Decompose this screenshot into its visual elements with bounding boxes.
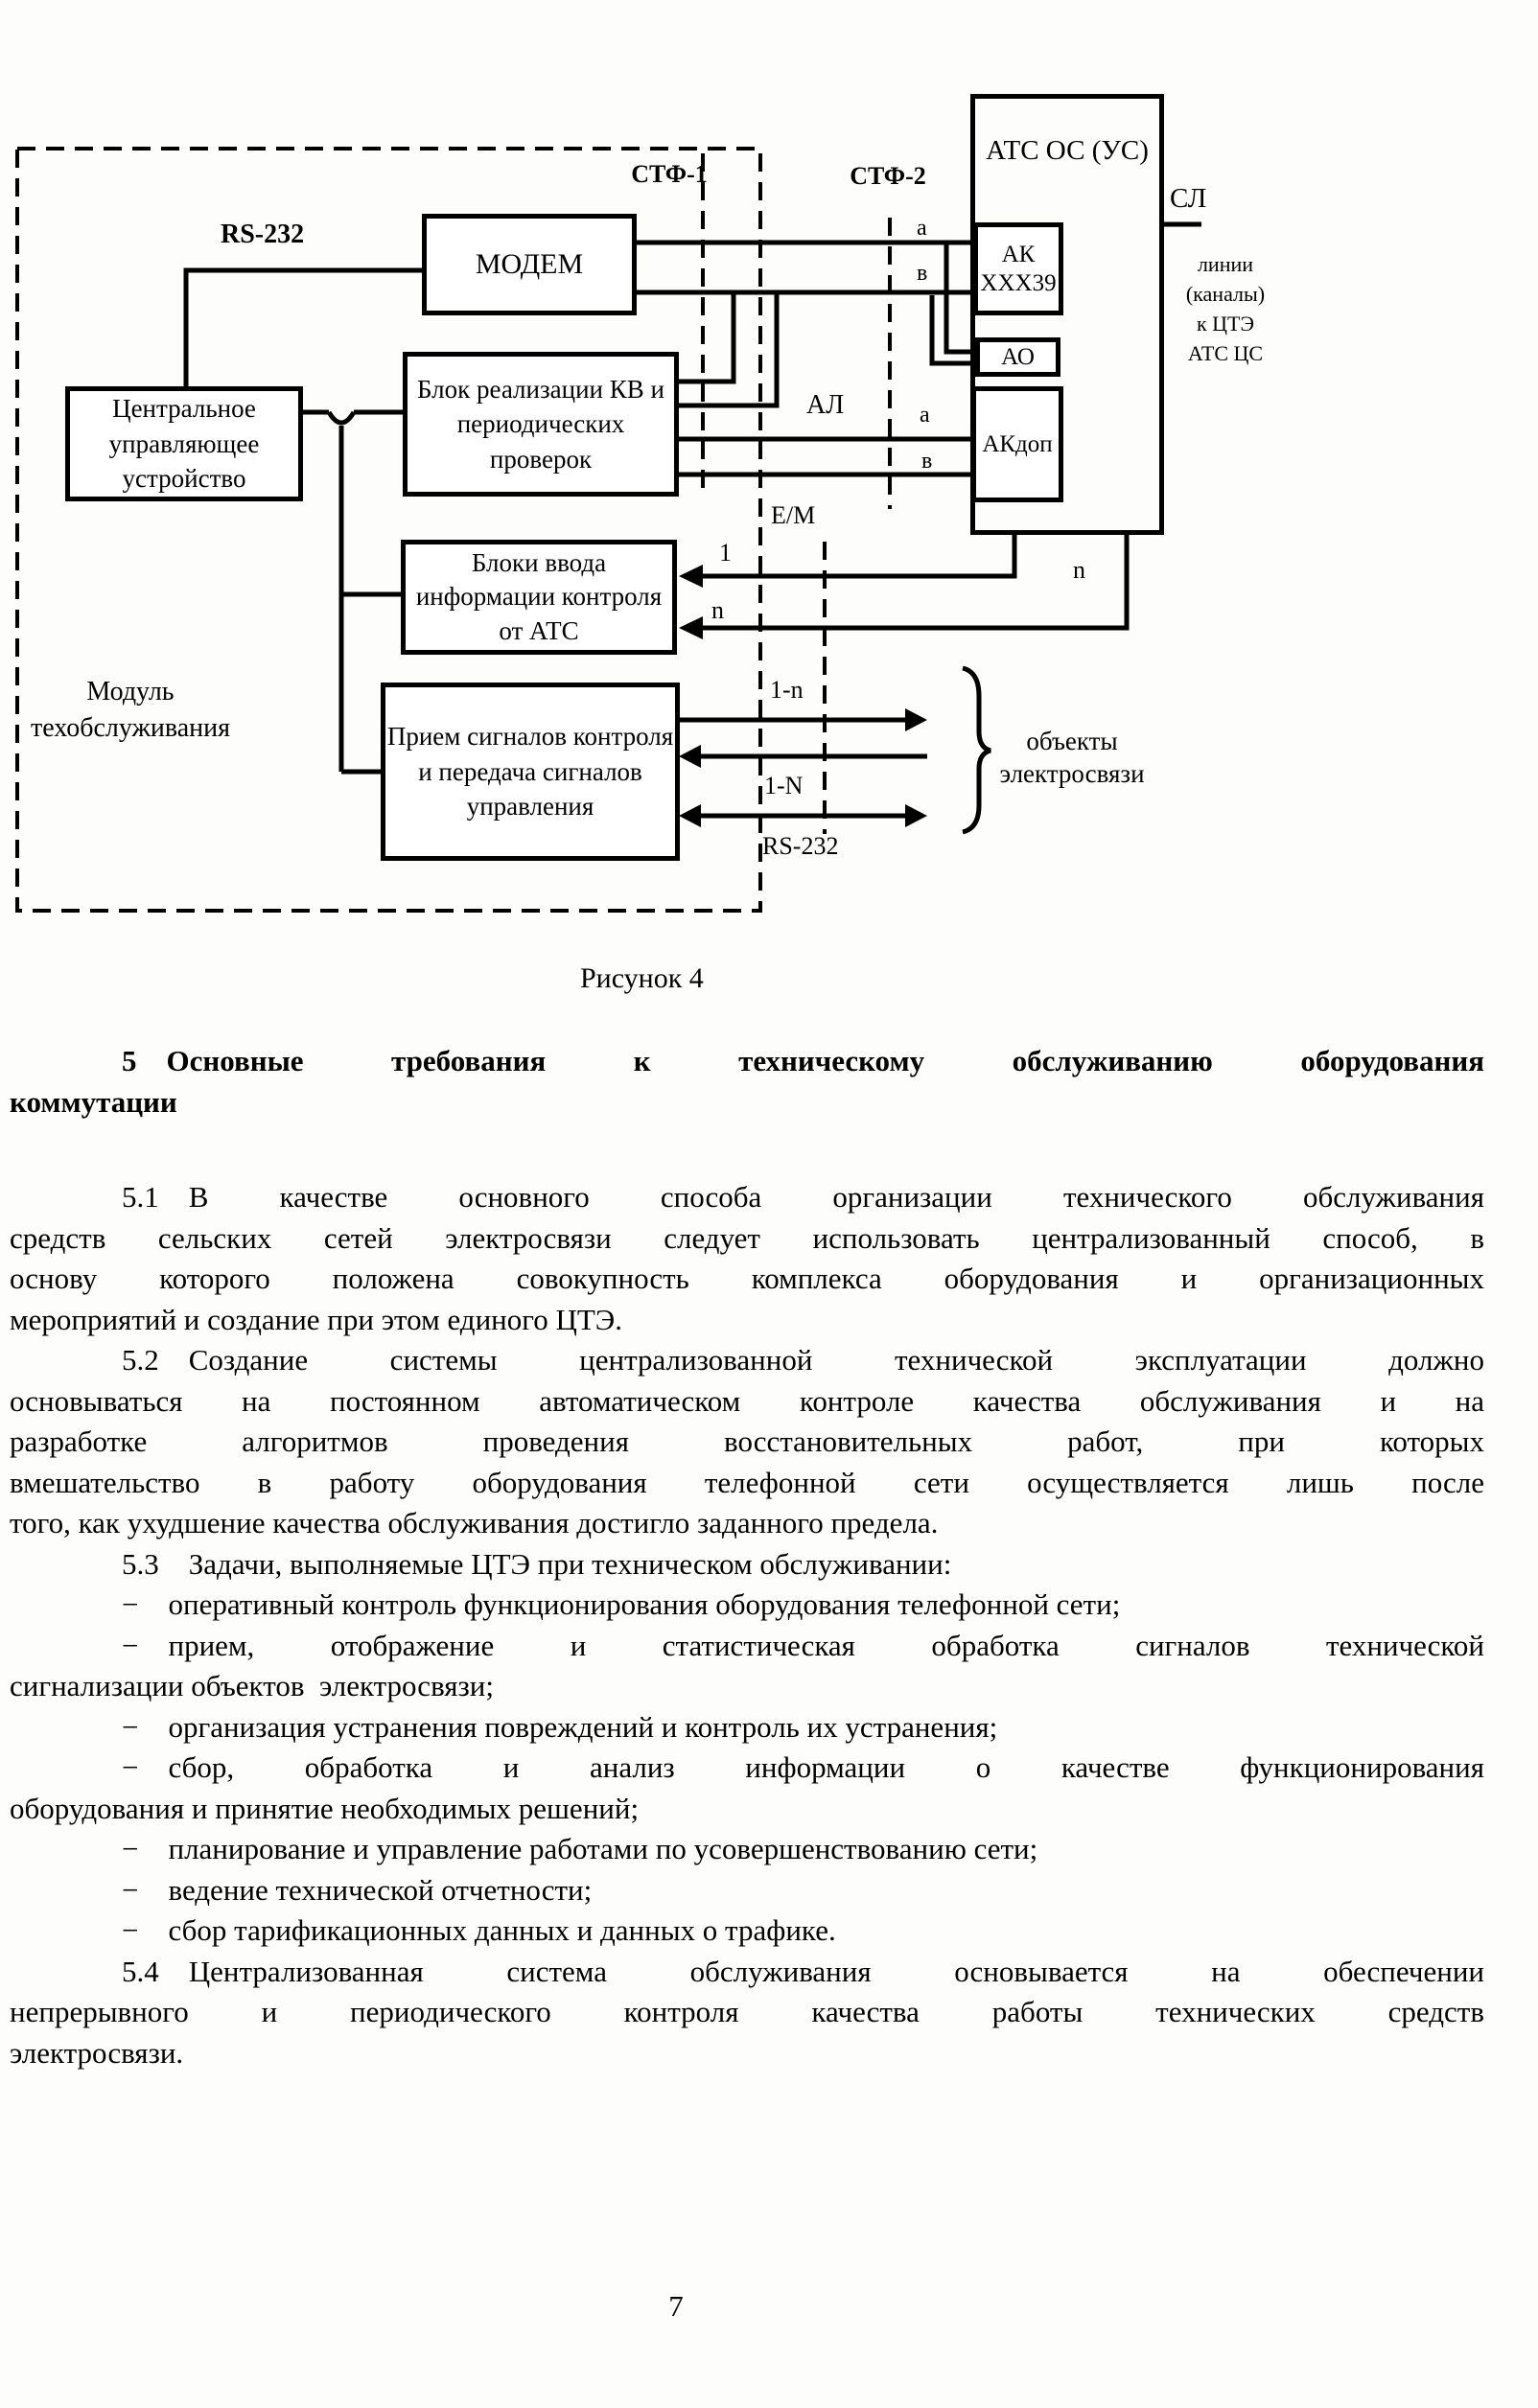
text-line: средств сельских сетей электросвязи след…	[10, 1220, 1484, 1255]
text-line: вмешательство в работу оборудования теле…	[10, 1465, 1484, 1499]
rs232-bottom-label: RS-232	[762, 832, 839, 860]
sl-label: СЛ	[1170, 183, 1207, 214]
paragraph-5-2: 5.2 Создание системы централизованной те…	[10, 1340, 1484, 1544]
text-line: − оперативный контроль функционирования …	[122, 1587, 1121, 1621]
text-line: − планирование и управление работами по …	[122, 1832, 1038, 1865]
text-line: электросвязи.	[10, 2035, 184, 2070]
text-line: 5.4 Централизованная система обслуживани…	[122, 1954, 1484, 1988]
wire-a-bottom-label: а	[920, 403, 930, 428]
wire-b-bottom-label: в	[921, 449, 933, 474]
al-label: АЛ	[806, 390, 845, 420]
list-item: − ведение технической отчетности;	[10, 1870, 1484, 1911]
paragraph-5-3: 5.3 Задачи, выполняемые ЦТЭ при техничес…	[10, 1544, 1484, 1586]
text-line: − организация устранения повреждений и к…	[122, 1709, 998, 1744]
wire-n-right-label: n	[1073, 556, 1085, 584]
text-line: оборудования и принятие необходимых реше…	[10, 1791, 640, 1825]
ao-box: АО	[975, 337, 1060, 377]
maintenance-module-label: Модуль техобслуживания	[31, 677, 230, 743]
paragraph-5-1: 5.1 В качестве основного способа организ…	[10, 1177, 1484, 1340]
atc-os-label: АТС ОС (УС)	[986, 135, 1149, 166]
text-line: того, как ухудшение качества обслуживани…	[10, 1506, 939, 1540]
text-line: − прием, отображение и статистическая об…	[122, 1628, 1484, 1662]
stf2-label: СТФ-2	[850, 162, 926, 190]
text-line: 5.1 В качестве основного способа организ…	[122, 1180, 1484, 1214]
list-item: − сбор тарификационных данных и данных о…	[10, 1910, 1484, 1952]
text-line: основу которого положена совокупность ко…	[10, 1262, 1484, 1295]
wire-a-top-label: а	[917, 216, 927, 241]
body-text: 5 Основные требования к техническому обс…	[10, 1041, 1484, 2073]
heading-gap	[10, 1123, 1484, 1177]
list-item: − планирование и управление работами по …	[10, 1829, 1484, 1870]
text-line: разработке алгоритмов проведения восстан…	[10, 1424, 1484, 1458]
brace	[962, 665, 991, 835]
page-number: 7	[668, 2289, 684, 2323]
receive-signals-box: Прием сигналов контроля и передача сигна…	[381, 683, 680, 861]
ak-box: АК ХХХ39	[973, 222, 1063, 315]
text-line: − сбор тарификационных данных и данных о…	[122, 1913, 836, 1947]
range-1N-label: 1-N	[764, 772, 804, 799]
modem-box: МОДЕМ	[422, 214, 637, 315]
list-item: − сбор, обработка и анализ информации о …	[10, 1748, 1484, 1829]
list-item: − прием, отображение и статистическая об…	[10, 1626, 1484, 1707]
lines-to-cte-note: линии (каналы) к ЦТЭ АТС ЦС	[1185, 252, 1266, 365]
text-line: 5.3 Задачи, выполняемые ЦТЭ при техничес…	[122, 1546, 952, 1581]
wire-1-label: 1	[719, 539, 732, 567]
diagram-wiring	[15, 147, 1201, 913]
heading-line: коммутации	[10, 1084, 177, 1119]
em-label: Е/М	[771, 501, 816, 529]
list-item: − оперативный контроль функционирования …	[10, 1585, 1484, 1626]
stf1-label: СТФ-1	[631, 160, 708, 188]
text-line: основываться на постоянном автоматическо…	[10, 1383, 1484, 1418]
range-1n-label: 1-n	[770, 676, 804, 704]
text-line: непрерывного и периодического контроля к…	[10, 1995, 1484, 2028]
list-item: − организация устранения повреждений и к…	[10, 1707, 1484, 1748]
text-line: мероприятий и создание при этом единого …	[10, 1302, 622, 1336]
rs232-top-label: RS-232	[221, 220, 305, 249]
atc-os-box	[970, 94, 1164, 535]
text-line: − ведение технической отчетности;	[122, 1872, 593, 1907]
central-control-box: Центральное управляющее устройство	[65, 386, 303, 501]
input-blocks-box: Блоки ввода информации контроля от АТС	[401, 540, 677, 655]
text-line: 5.2 Создание системы централизованной те…	[122, 1343, 1484, 1377]
text-line: − сбор, обработка и анализ информации о …	[122, 1750, 1484, 1784]
telecom-objects-label: объекты электросвязи	[999, 727, 1145, 788]
wire-b-top-label: в	[917, 261, 928, 286]
wire-n-left-label: n	[711, 596, 724, 624]
akdop-box: АКдоп	[971, 386, 1063, 502]
figure-caption: Рисунок 4	[580, 962, 704, 994]
heading-line: 5 Основные требования к техническому обс…	[122, 1044, 1484, 1077]
paragraph-5-4: 5.4 Централизованная система обслуживани…	[10, 1952, 1484, 2074]
maintenance-module-frame	[15, 147, 762, 913]
arrowheads	[679, 565, 927, 827]
kv-checks-box: Блок реализации КВ и периодических прове…	[403, 352, 679, 497]
connector-lines	[183, 221, 1201, 819]
text-line: сигнализации объектов электросвязи;	[10, 1669, 495, 1702]
